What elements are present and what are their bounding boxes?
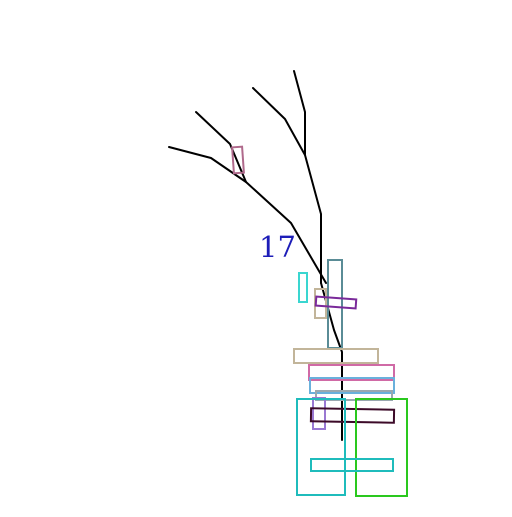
box-pink-wide[interactable] [308,364,395,381]
box-mauve-small[interactable] [231,145,245,175]
bounding-boxes [231,145,408,497]
box-purple-tilted[interactable] [314,295,358,310]
annotation-label: 17 [259,230,296,264]
box-darkmaroon-wide[interactable] [309,407,396,424]
box-green-large[interactable] [355,398,408,497]
branch-top [293,70,306,156]
box-skyblue-wide[interactable] [309,377,395,394]
box-gray-wide[interactable] [315,390,393,401]
branch-left [168,146,327,284]
box-lavender-small[interactable] [312,397,326,430]
tree-branches [168,70,343,441]
box-teal-large[interactable] [296,398,346,496]
box-teal-bottom[interactable] [310,458,394,472]
box-aqua-small[interactable] [298,272,308,303]
box-tan-wide[interactable] [293,348,379,364]
branch-left-upper [195,111,247,183]
